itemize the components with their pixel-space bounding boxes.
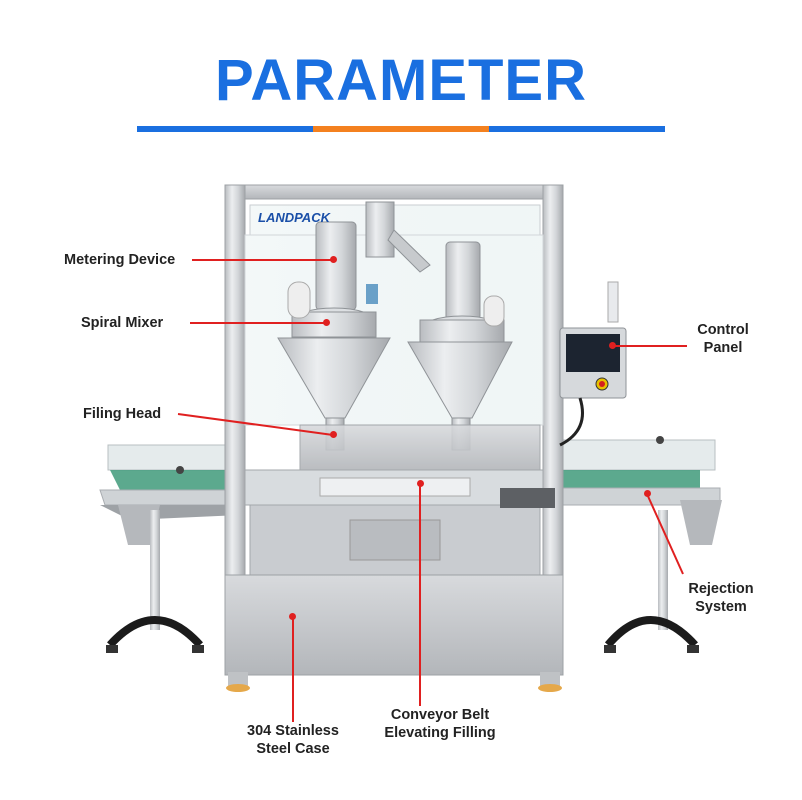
underline-right: [489, 126, 665, 132]
metering-device-marker: [330, 256, 337, 263]
control-panel-label-line1: Control: [697, 322, 749, 338]
right-outfeed-conveyor: [559, 436, 722, 653]
steel-case-label-line2: Steel Case: [256, 741, 330, 757]
brand-logo: LANDPACK: [258, 210, 332, 225]
right-leg: [658, 510, 668, 630]
rejection-system-marker: [644, 490, 651, 497]
control-panel-marker: [609, 342, 616, 349]
stainless-steel-case: [224, 574, 564, 692]
underline-left: [137, 126, 313, 132]
steel-case-label-line1: 304 Stainless: [247, 723, 339, 739]
conveyor-belt-marker: [417, 480, 424, 487]
touch-screen: [566, 334, 620, 372]
filling-heads: [299, 417, 541, 471]
filling-head-marker: [330, 431, 337, 438]
steel-case-label: 304 Stainless Steel Case: [228, 722, 358, 758]
rejection-system-label: Rejection System: [674, 580, 768, 616]
conveyor-belt-assembly: [244, 469, 555, 576]
control-panel-label-line2: Panel: [703, 340, 743, 356]
spiral-mixer-marker: [323, 319, 330, 326]
filling-head-label: Filing Head: [83, 406, 162, 422]
spiral-mixers: [277, 281, 513, 419]
underline-accent: [313, 126, 489, 132]
conveyor-belt-label-line2: Elevating Filling: [384, 725, 496, 741]
left-leg: [150, 510, 160, 630]
spiral-mixer-label: Spiral Mixer: [81, 315, 164, 331]
control-panel: [559, 281, 627, 447]
title-underline: [137, 126, 665, 132]
rejection-system-label-line1: Rejection: [688, 581, 754, 597]
left-infeed-conveyor: [99, 444, 241, 653]
callout-lines: [177, 259, 687, 722]
control-panel-label: Control Panel: [686, 321, 760, 357]
metering-device: [315, 201, 481, 321]
steel-case-marker: [289, 613, 296, 620]
rejection-system-label-line2: System: [695, 599, 747, 615]
page-title: PARAMETER: [214, 48, 588, 113]
conveyor-belt-label-line1: Conveyor Belt: [390, 707, 490, 723]
conveyor-belt-label: Conveyor Belt Elevating Filling: [365, 706, 515, 742]
metering-device-label: Metering Device: [64, 252, 176, 268]
